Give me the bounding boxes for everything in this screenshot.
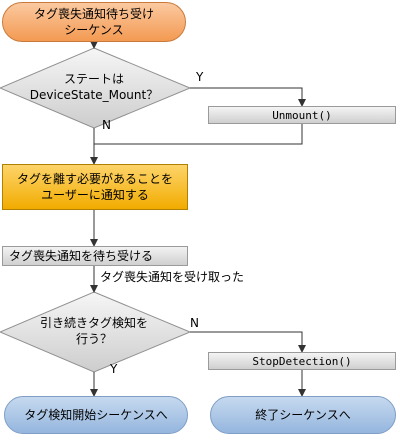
stop-detection-process: StopDetection() [208, 352, 396, 370]
notify-process: タグを離す必要があることを ユーザーに通知する [2, 164, 188, 210]
end-detection-start-label: タグ検知開始シーケンスへ [24, 408, 168, 422]
edge-unmount-merge [94, 124, 303, 145]
start-terminal: タグ喪失通知待ち受け シーケンス [2, 2, 186, 42]
wait-label: タグ喪失通知を待ち受ける [9, 249, 154, 263]
decision-state-line1: ステートは [63, 72, 124, 86]
decision-continue-line1: 引き続きタグ検知を [39, 316, 148, 330]
edge-no-to-stop [190, 331, 306, 353]
notify-line1: タグを離す必要があることを [16, 172, 173, 186]
no-label-state: N [102, 118, 111, 132]
end-finish-terminal: 終了シーケンスへ [210, 396, 396, 434]
notify-line2: ユーザーに通知する [41, 188, 149, 202]
no-label-continue: N [190, 316, 199, 330]
received-label: タグ喪失通知を受け取った [100, 270, 245, 284]
start-line2: シーケンス [64, 23, 124, 37]
edge-yes-to-unmount [190, 87, 306, 107]
yes-label-state: Y [196, 70, 204, 84]
end-detection-start-terminal: タグ検知開始シーケンスへ [4, 396, 188, 434]
unmount-label: Unmount() [272, 108, 332, 122]
decision-continue-line2: 行う？ [75, 332, 112, 346]
end-finish-label: 終了シーケンスへ [255, 408, 351, 422]
wait-process: タグ喪失通知を待ち受ける [2, 246, 188, 266]
decision-continue-text: 引き続きタグ検知を 行う？ [14, 315, 174, 347]
stop-detection-label: StopDetection() [252, 354, 352, 368]
yes-label-continue: Y [110, 362, 118, 376]
decision-state-text: ステートは DeviceState_Mount？ [14, 71, 174, 103]
unmount-process: Unmount() [208, 106, 396, 124]
decision-state-line2: DeviceState_Mount？ [29, 88, 159, 102]
start-line1: タグ喪失通知待ち受け [33, 7, 154, 21]
